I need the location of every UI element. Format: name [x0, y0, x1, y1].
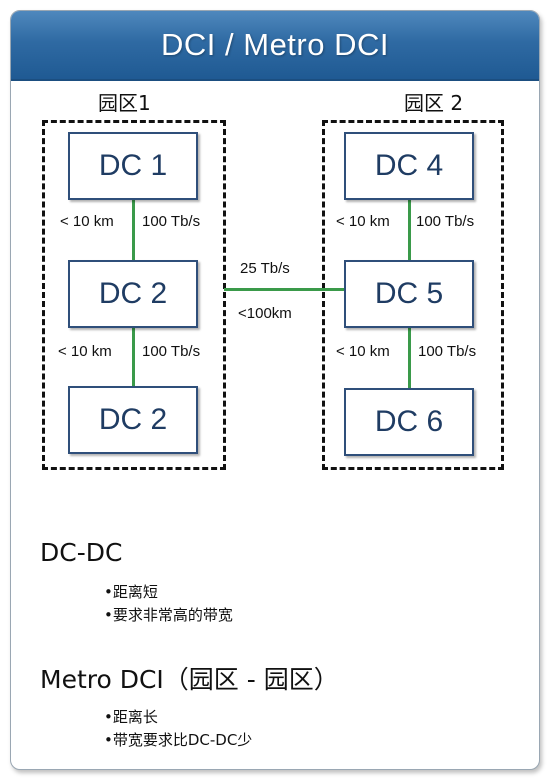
link-dc2-dc2b: [132, 324, 135, 386]
link-distance-label: < 10 km: [336, 213, 390, 230]
dc-6-box: DC 6: [344, 388, 474, 456]
link-bandwidth-label: 100 Tb/s: [142, 213, 201, 230]
section-bullet: •要求非常高的带宽: [104, 606, 233, 624]
zone-2-label: 园区 2: [404, 91, 464, 115]
link-dc2-dc5: [224, 288, 344, 291]
link-distance-label: < 10 km: [336, 343, 390, 360]
dc-5-box: DC 5: [344, 260, 474, 328]
dc-1-box: DC 1: [68, 132, 198, 200]
dc-2-box: DC 2: [68, 260, 198, 328]
inter-distance-label: <100km: [238, 305, 292, 322]
section-bullet: •距离长: [104, 708, 158, 726]
inter-bandwidth-label: 25 Tb/s: [240, 260, 290, 277]
link-distance-label: < 10 km: [58, 343, 112, 360]
section-dc-dc-title: DC-DC: [40, 538, 123, 567]
link-bandwidth-label: 100 Tb/s: [416, 213, 475, 230]
section-bullet: •带宽要求比DC-DC少: [104, 731, 253, 749]
dc-4-box: DC 4: [344, 132, 474, 200]
zone-1-box: [42, 120, 226, 470]
zone-1-label: 园区1: [98, 91, 151, 115]
slide-title: DCI / Metro DCI: [161, 27, 389, 62]
link-distance-label: < 10 km: [60, 213, 114, 230]
section-metro-dci-title: Metro DCI（园区 - 园区）: [40, 665, 339, 694]
link-bandwidth-label: 100 Tb/s: [418, 343, 477, 360]
link-bandwidth-label: 100 Tb/s: [142, 343, 201, 360]
title-bar: DCI / Metro DCI: [11, 11, 539, 81]
link-dc5-dc6: [408, 326, 411, 388]
dc-2b-box: DC 2: [68, 386, 198, 454]
zone-2-box: [322, 120, 504, 470]
section-bullet: •距离短: [104, 583, 158, 601]
link-dc1-dc2: [132, 196, 135, 260]
link-dc4-dc5: [408, 196, 411, 260]
